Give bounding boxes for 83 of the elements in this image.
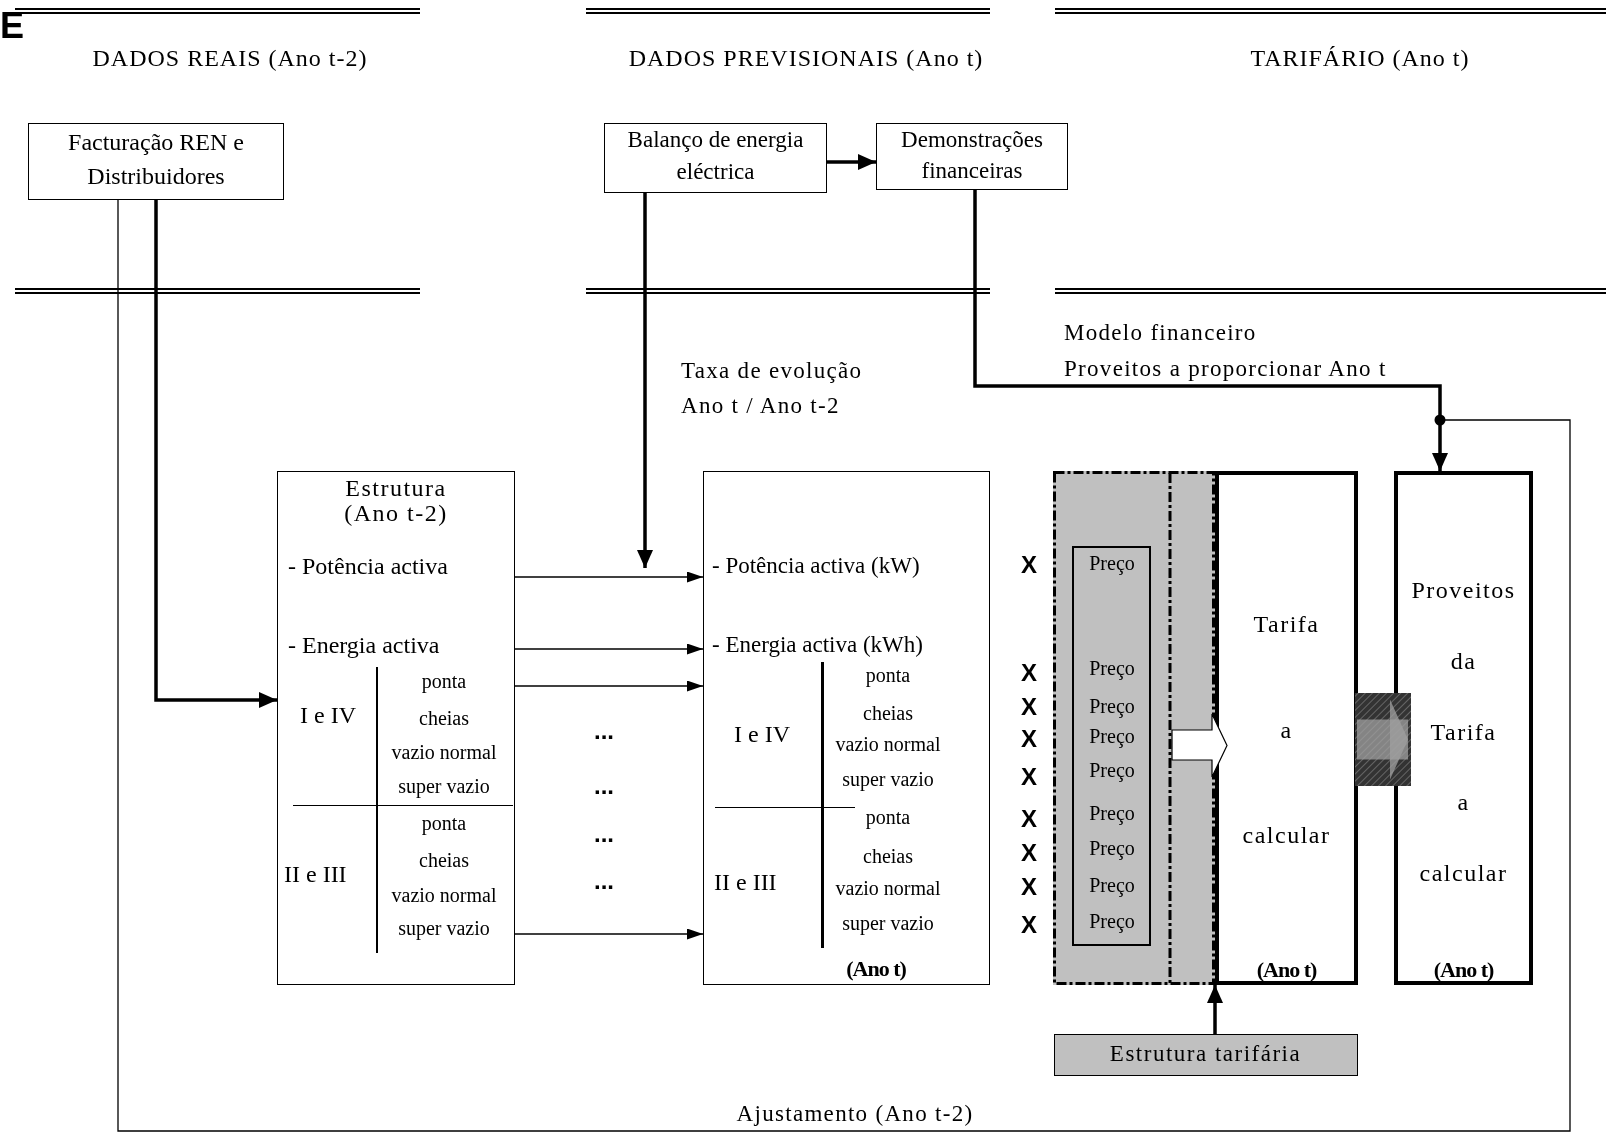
box-label: super vazio — [397, 916, 491, 940]
box-label: I e IV — [300, 701, 357, 730]
block-arrow — [1171, 713, 1228, 778]
arrow — [154, 200, 277, 708]
ellipsis-mark: ... — [593, 867, 615, 896]
ellipsis-mark: ... — [593, 820, 615, 849]
box-label: cheias — [418, 848, 470, 872]
process-box — [876, 123, 1068, 190]
box-label: II e III — [714, 868, 778, 897]
box-label: Facturação REN e Distribuidores — [67, 128, 245, 191]
arrow — [514, 680, 704, 692]
panel-letter: E — [0, 4, 25, 48]
box-label: Estrutura (Ano t-2) — [343, 476, 449, 527]
box-label: Proveitos da Tarifa a calcular — [1410, 576, 1517, 889]
box-label: ponta — [864, 663, 912, 687]
result-box — [1394, 471, 1533, 985]
multiply-sign: X — [1020, 693, 1038, 722]
column-heading: TARIFÁRIO (Ano t) — [1249, 44, 1471, 73]
box-label: - Energia activa (kWh) — [712, 631, 924, 659]
column-heading: DADOS PREVISIONAIS (Ano t) — [627, 44, 985, 73]
arrow — [117, 199, 1571, 1132]
box-label: Preço — [1088, 724, 1136, 748]
arrow — [973, 190, 1448, 471]
box-label: II e III — [284, 860, 348, 889]
multiply-sign: X — [1020, 911, 1038, 940]
box-label: Estrutura tarifária — [1108, 1040, 1303, 1068]
box-label: - Energia activa — [288, 631, 441, 660]
process-box — [1054, 1034, 1358, 1076]
multiply-sign: X — [1020, 551, 1038, 580]
arrow — [637, 193, 653, 568]
box-label: Preço — [1088, 694, 1136, 718]
arrow — [1207, 985, 1223, 1034]
multiply-sign: X — [1020, 805, 1038, 834]
box-label: - Potência activa — [288, 552, 449, 581]
box-label: (Ano t) — [1432, 957, 1495, 984]
ellipsis-mark: ... — [593, 772, 615, 801]
box-label: Preço — [1088, 656, 1136, 680]
box-label: cheias — [862, 844, 914, 868]
column-heading: DADOS REAIS (Ano t-2) — [91, 44, 369, 73]
box-label: Demonstrações financeiras — [900, 126, 1044, 186]
ellipsis-mark: ... — [593, 717, 615, 746]
box-label: - Potência activa (kW) — [712, 552, 921, 580]
data-table-box — [703, 471, 990, 985]
arrow — [514, 571, 704, 583]
box-label: vazio normal — [834, 876, 942, 900]
multiply-sign: X — [1020, 873, 1038, 902]
box-label: I e IV — [734, 720, 791, 749]
process-box — [604, 123, 827, 193]
box-label: (Ano t) — [1255, 957, 1318, 984]
box-label: Preço — [1088, 758, 1136, 782]
multiply-sign: X — [1020, 725, 1038, 754]
arrow — [514, 643, 704, 655]
box-label: Tarifa a calcular — [1241, 610, 1332, 851]
box-label: (Ano t) — [845, 956, 907, 983]
box-label: super vazio — [841, 767, 935, 791]
multiply-sign: X — [1020, 839, 1038, 868]
box-label: ponta — [420, 811, 468, 835]
box-label: vazio normal — [390, 883, 498, 907]
arrow — [514, 928, 704, 940]
shaded-panel — [1053, 471, 1215, 985]
multiply-sign: X — [1020, 659, 1038, 688]
result-box — [1215, 471, 1358, 985]
multiply-sign: X — [1020, 763, 1038, 792]
process-box — [28, 123, 284, 200]
data-table-box — [277, 471, 515, 985]
box-label: Preço — [1088, 873, 1136, 897]
box-label: super vazio — [841, 911, 935, 935]
box-label: Balanço de energia eléctrica — [626, 126, 805, 187]
price-column-box — [1072, 546, 1151, 946]
box-label: Preço — [1088, 909, 1136, 933]
box-label: Preço — [1088, 551, 1136, 575]
box-label: cheias — [418, 706, 470, 730]
box-label: Preço — [1088, 801, 1136, 825]
block-arrow — [1355, 693, 1411, 786]
box-label: ponta — [864, 805, 912, 829]
box-label: ponta — [420, 669, 468, 693]
box-label: vazio normal — [834, 732, 942, 756]
arrow — [827, 154, 876, 170]
annotation-text: Modelo financeiro — [1064, 319, 1258, 347]
box-label: super vazio — [397, 774, 491, 798]
box-label: vazio normal — [390, 740, 498, 764]
box-label: Preço — [1088, 836, 1136, 860]
box-label: cheias — [862, 701, 914, 725]
